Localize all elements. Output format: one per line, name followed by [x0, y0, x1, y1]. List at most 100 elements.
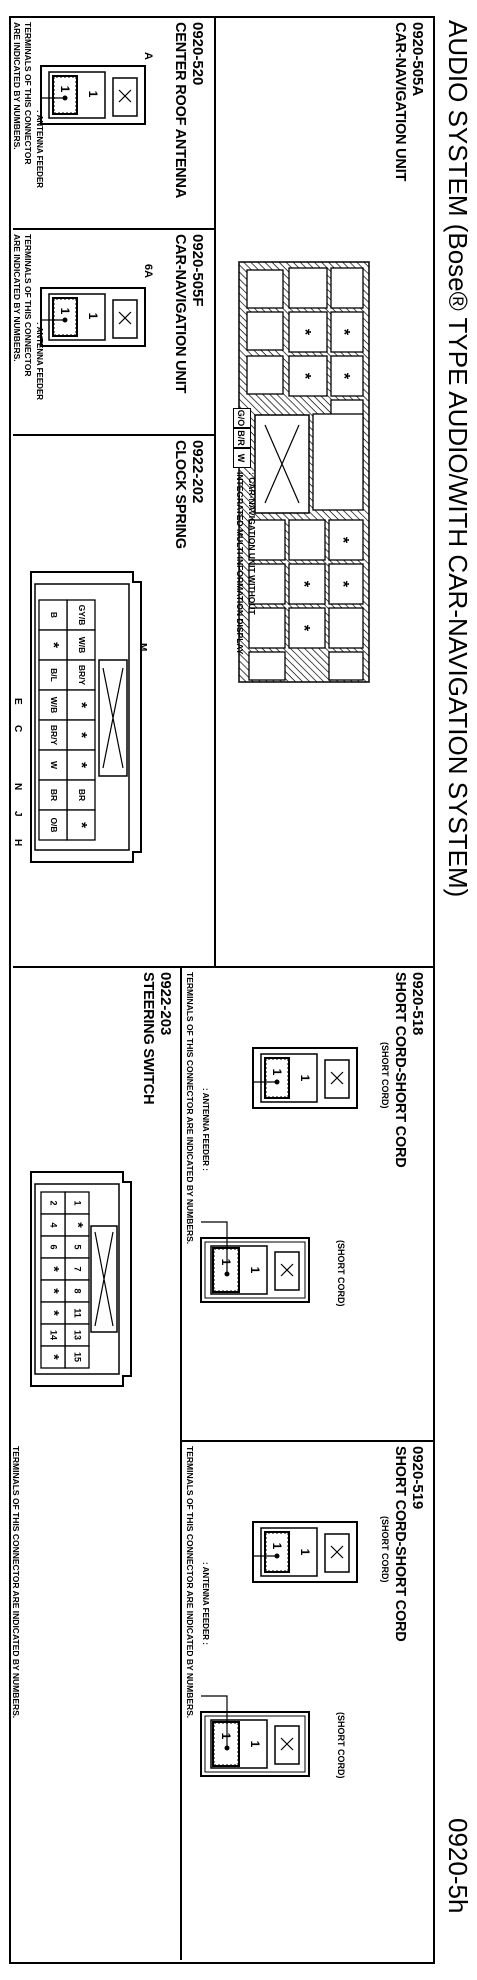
c505a-cavity	[248, 607, 286, 649]
c519-short-cord-a: (SHORT CORD)	[380, 1516, 390, 1583]
c202-cavity-label: BR/Y	[77, 665, 87, 686]
c505a-cavity	[248, 651, 286, 681]
c505a-cavity	[328, 563, 364, 605]
c202-cavity-label: *	[73, 702, 90, 708]
c505a-cavity-star: *	[295, 625, 312, 632]
c505a-cavity-star: *	[296, 373, 313, 380]
c505a-cavity	[330, 311, 364, 353]
c519-pin-d: 1	[219, 1733, 233, 1740]
c518-pin-d: 1	[219, 1259, 233, 1266]
c505a-cavity	[288, 311, 328, 353]
c505f-pin: 1	[86, 313, 100, 320]
c520-connector: A 1 1	[40, 52, 154, 125]
c505a-cavity	[330, 355, 364, 397]
c203-cavity-label: 15	[73, 1352, 83, 1362]
c505a-cavity-star: *	[295, 581, 312, 588]
c203-cavity-label: 6	[49, 1244, 59, 1249]
c518-pin-c: 1	[248, 1267, 262, 1274]
c518-left-body	[252, 1047, 358, 1109]
c203-cavity-label: 13	[73, 1330, 83, 1340]
c202-cavity-label: O/B	[49, 817, 59, 832]
c203-note: TERMINALS OF THIS CONNECTOR ARE INDICATE…	[11, 1446, 21, 1719]
c202-cavity-label: W/B	[77, 637, 87, 654]
c520-letter: A	[142, 52, 154, 60]
c202-lock-cross	[102, 667, 124, 769]
c518-pin-a: 1	[298, 1075, 312, 1082]
c203-cavity-label: 8	[73, 1288, 83, 1293]
c518-right-body	[200, 1237, 310, 1303]
c519-pin-b: 1	[270, 1543, 284, 1550]
c505a-cavity-star: *	[334, 537, 351, 544]
c505a-cavity	[288, 607, 326, 649]
c518-pin-b: 1	[270, 1069, 284, 1076]
c519-name: SHORT CORD-SHORT CORD	[392, 1446, 408, 1642]
c202-cavity-label: W	[49, 761, 59, 770]
c203-cavity-label: *	[70, 1222, 86, 1228]
c505a-cavity	[328, 607, 364, 649]
c203-cavity-label: *	[46, 1266, 62, 1272]
c519-right-body	[200, 1711, 310, 1777]
c202-cavity-label: BR	[77, 789, 87, 801]
c202-cavity-label: *	[73, 762, 90, 768]
c505a-cavity	[328, 651, 364, 681]
c505a-cavity-star: *	[335, 373, 352, 380]
c202-cavity-label: *	[45, 642, 62, 648]
c520-pin: 1	[86, 91, 100, 98]
c202-cavity-label: B	[49, 612, 59, 618]
c203-cavity-label: 14	[49, 1330, 59, 1340]
c202-cavity	[38, 809, 68, 841]
c519-note: TERMINALS OF THIS CONNECTOR ARE INDICATE…	[185, 1446, 195, 1719]
c519-left-body	[252, 1521, 358, 1583]
c203-cavity-label: 1	[73, 1200, 83, 1205]
c202-connector: GY/B W/B BR/Y * * * BR * B * B/L W/B BR/Y W BR O/B	[30, 571, 142, 863]
c505f-pin-feeder: 1	[58, 308, 72, 315]
c202-cavity-label: *	[73, 732, 90, 738]
c203-cavity-label: 11	[73, 1308, 83, 1318]
c202-cell-group: GY/B W/B BR/Y * * * BR * B * B/L W/B BR/Y W BR O/B	[38, 599, 96, 841]
c505a-cavity-star: *	[296, 329, 313, 336]
c505a-cavity	[288, 355, 328, 397]
c505f-body	[40, 287, 146, 347]
c519-antenna-label: : ANTENNA FEEDER :	[201, 1562, 210, 1645]
c202-cavity-label: *	[73, 822, 90, 828]
c202-cavity-label: B/L	[49, 668, 59, 682]
c505a-cavity	[328, 519, 364, 561]
c203-cavity-label: *	[46, 1354, 62, 1360]
c505a-cavity	[330, 267, 364, 309]
c505a-cavity-star: *	[335, 329, 352, 336]
c519-connector: 1 1 1 1	[200, 1521, 358, 1777]
c505a-cavity	[312, 413, 364, 511]
c203-cavity	[40, 1345, 66, 1369]
c505f-letter: 6A	[142, 264, 154, 278]
c202-cavity-label: W/B	[49, 697, 59, 714]
c505a-cavity	[288, 267, 328, 309]
c202-cavity-label: BR	[49, 789, 59, 801]
c505a-cavity	[288, 519, 326, 561]
c203-cavity-label: 5	[73, 1244, 83, 1249]
c505a-cavity	[246, 311, 284, 351]
c505a-cavity	[248, 519, 286, 561]
c203-cavity-label: 7	[73, 1266, 83, 1271]
c505a-cavity	[248, 563, 286, 605]
c505a-lock-cross	[264, 424, 300, 504]
c505a-cavity-star: *	[334, 581, 351, 588]
c505f-connector: 6A 1 1	[40, 264, 154, 347]
c505a-cavity	[246, 355, 284, 395]
c518-connector: 1 1 1 1	[200, 1047, 358, 1303]
c505a-cell-group: *********	[246, 267, 364, 681]
c520-body	[40, 65, 146, 125]
c203-cavity-label: *	[46, 1310, 62, 1316]
c519-pin-c: 1	[248, 1741, 262, 1748]
c519-pin-a: 1	[298, 1549, 312, 1556]
c202-cavity-label: GY/B	[77, 605, 87, 626]
c505a-cavity	[246, 269, 284, 309]
c520-pin-feeder: 1	[58, 86, 72, 93]
c505a-connector: *********	[238, 261, 370, 683]
c505a-cavity	[288, 563, 326, 605]
c203-cavity-label: 4	[49, 1222, 59, 1227]
c203-lock-cross	[94, 1231, 114, 1327]
c202-cavity-label: BR/Y	[49, 725, 59, 746]
